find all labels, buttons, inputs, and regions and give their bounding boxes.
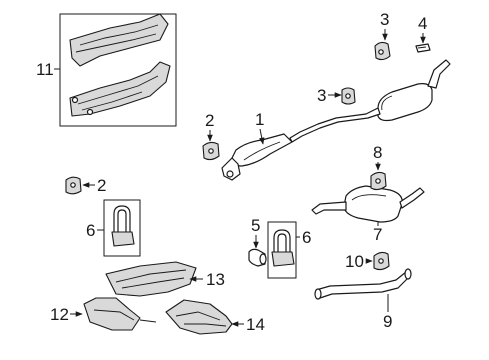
callout-3-upper-label: 3 [380,10,389,29]
callout-6-right-label: 6 [302,228,311,247]
callout-13-label: 13 [206,270,225,289]
callout-11: 11 [36,60,60,79]
callout-5: 5 [251,216,260,249]
callout-6-left: 6 [86,221,104,240]
callout-4: 4 [418,14,427,44]
callout-3-middle-label: 3 [317,86,326,105]
callout-10-label: 10 [345,252,364,271]
callout-14-label: 14 [246,315,265,334]
callout-12: 12 [50,305,83,324]
callout-5-label: 5 [251,216,260,235]
callout-1: 1 [255,110,265,145]
callout-2-upper: 2 [205,111,214,142]
callout-10: 10 [345,252,373,271]
callout-11-label: 11 [36,60,54,79]
rubber-hanger-middle [341,87,356,105]
callout-8-label: 8 [373,143,382,162]
callout-3-upper: 3 [380,10,389,41]
callout-13: 13 [189,270,225,289]
callout-9: 9 [383,294,392,331]
callout-6-right: 6 [296,228,311,247]
rubber-hanger-upper [374,41,391,61]
rear-muffler [311,185,425,223]
callout-12-label: 12 [50,305,69,324]
u-bolt-clamp-left [103,199,141,257]
callout-6-left-label: 6 [86,221,95,240]
callout-3-middle: 3 [317,86,342,105]
callout-8: 8 [373,143,382,171]
heat-shield-upper-group [59,13,177,127]
callout-1-label: 1 [255,110,264,129]
heat-shield-12 [83,297,157,331]
callout-4-label: 4 [418,14,427,33]
hanger-rod [415,43,431,53]
callout-7: 7 [373,222,382,244]
callout-2-upper-label: 2 [205,111,214,130]
heat-shield-13 [105,261,197,297]
rubber-hanger-10 [373,251,390,271]
muffler-assembly [221,59,451,181]
callout-2-lower-label: 2 [97,176,106,195]
callout-14: 14 [231,315,265,334]
rubber-hanger-8 [370,171,387,191]
u-bolt-clamp-right [267,221,297,279]
rubber-hanger-2-lower [65,176,82,195]
pipe-connector [248,248,267,267]
callout-2-lower: 2 [82,176,106,195]
callout-9-label: 9 [383,312,392,331]
heat-shield-14 [165,299,233,335]
rubber-hanger-2-upper [202,141,220,161]
tail-pipe [314,268,412,300]
callout-7-label: 7 [373,225,382,244]
